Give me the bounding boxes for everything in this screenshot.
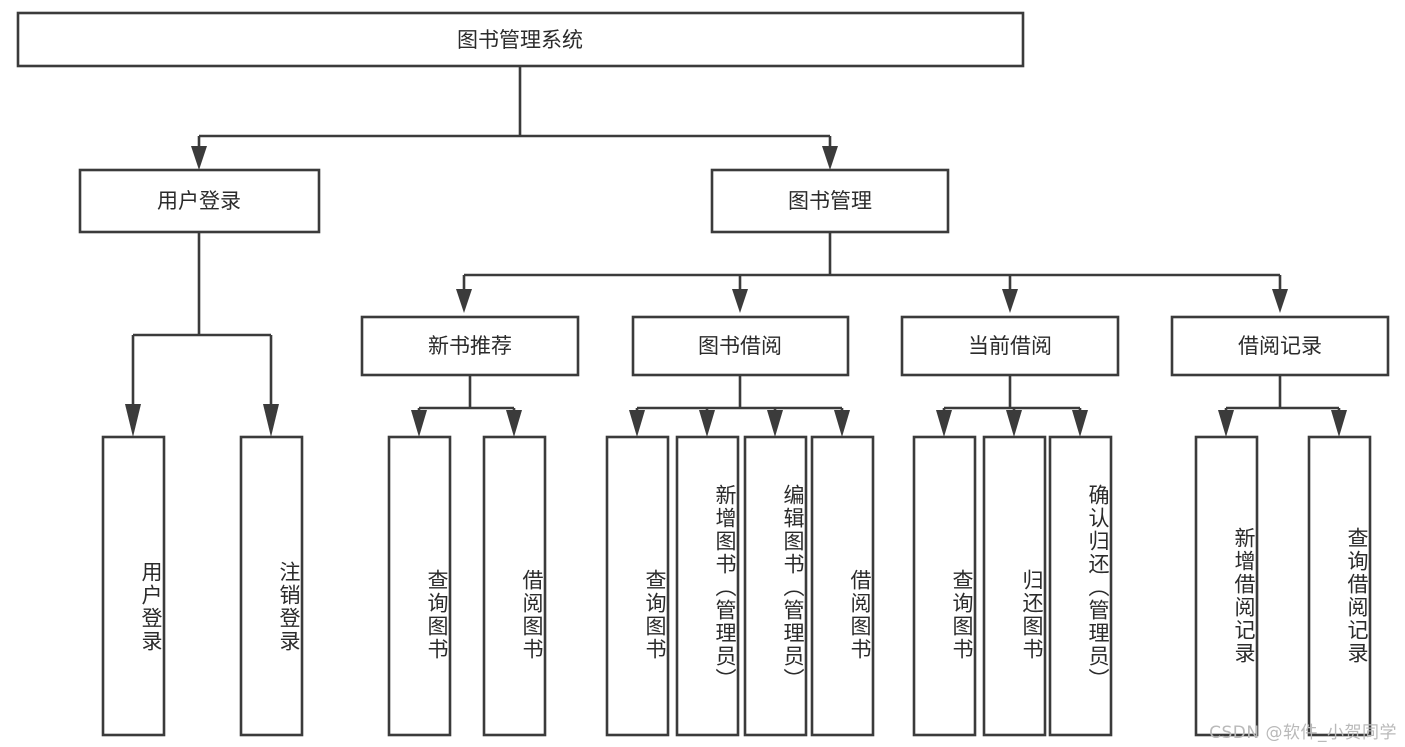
- node-box-user-login[interactable]: [78, 168, 321, 234]
- node-box-borrow-record[interactable]: [1170, 315, 1390, 377]
- arrow-head-newbook: [456, 289, 472, 313]
- leaf-box-current-borrow-1[interactable]: [912, 435, 977, 737]
- leaf-box-user-login-1[interactable]: [101, 435, 166, 737]
- leaf-box-borrow-record-2[interactable]: [1307, 435, 1372, 737]
- arrow-head-bookborrow-leaf1: [629, 410, 645, 437]
- node-box-book-borrow[interactable]: [631, 315, 850, 377]
- arrow-head-bookborrow-leaf2: [699, 410, 715, 437]
- node-box-root[interactable]: [16, 11, 1025, 68]
- leaf-box-book-borrow-2[interactable]: [675, 435, 740, 737]
- node-label-borrow-record: 借阅记录: [1238, 334, 1322, 358]
- leaf-box-current-borrow-3[interactable]: [1048, 435, 1113, 737]
- node-label-new-book-recommend: 新书推荐: [428, 334, 512, 358]
- arrow-head-userlogin-leaf2: [263, 404, 279, 437]
- leaf-box-new-book-2[interactable]: [482, 435, 547, 737]
- leaf-box-book-borrow-4[interactable]: [810, 435, 875, 737]
- leaf-box-current-borrow-2[interactable]: [982, 435, 1047, 737]
- arrow-head-bookborrow-leaf3: [767, 410, 783, 437]
- leaf-box-new-book-1[interactable]: [387, 435, 452, 737]
- leaf-box-book-borrow-3[interactable]: [743, 435, 808, 737]
- node-label-user-login: 用户登录: [157, 189, 241, 213]
- node-label-book-management: 图书管理: [788, 189, 872, 213]
- arrow-head-bookmgmt: [822, 146, 838, 170]
- leaf-box-borrow-record-1[interactable]: [1194, 435, 1259, 737]
- node-box-new-book-recommend[interactable]: [360, 315, 580, 377]
- arrow-head-userlogin-leaf1: [125, 404, 141, 437]
- arrow-head-borrowrecord-leaf2: [1331, 410, 1347, 437]
- node-box-book-management[interactable]: [710, 168, 950, 234]
- node-label-root: 图书管理系统: [457, 28, 583, 52]
- arrow-head-userlogin: [191, 146, 207, 170]
- node-box-current-borrow[interactable]: [900, 315, 1120, 377]
- csdn-watermark: CSDN @软件_小贺同学: [1209, 723, 1397, 743]
- arrow-head-borrowrecord-leaf1: [1218, 410, 1234, 437]
- arrow-head-currentborrow-leaf1: [936, 410, 952, 437]
- arrow-head-bookborrow-leaf4: [834, 410, 850, 437]
- leaf-box-book-borrow-1[interactable]: [605, 435, 670, 737]
- arrow-head-bookborrow: [732, 289, 748, 313]
- arrow-head-newbook-leaf2: [506, 410, 522, 437]
- leaf-box-user-login-2[interactable]: [239, 435, 304, 737]
- arrow-head-newbook-leaf1: [411, 410, 427, 437]
- node-label-current-borrow: 当前借阅: [968, 334, 1052, 358]
- arrow-head-currentborrow: [1002, 289, 1018, 313]
- arrow-head-currentborrow-leaf2: [1006, 410, 1022, 437]
- arrow-head-borrowrecord: [1272, 289, 1288, 313]
- arrow-head-currentborrow-leaf3: [1072, 410, 1088, 437]
- node-label-book-borrow: 图书借阅: [698, 334, 782, 358]
